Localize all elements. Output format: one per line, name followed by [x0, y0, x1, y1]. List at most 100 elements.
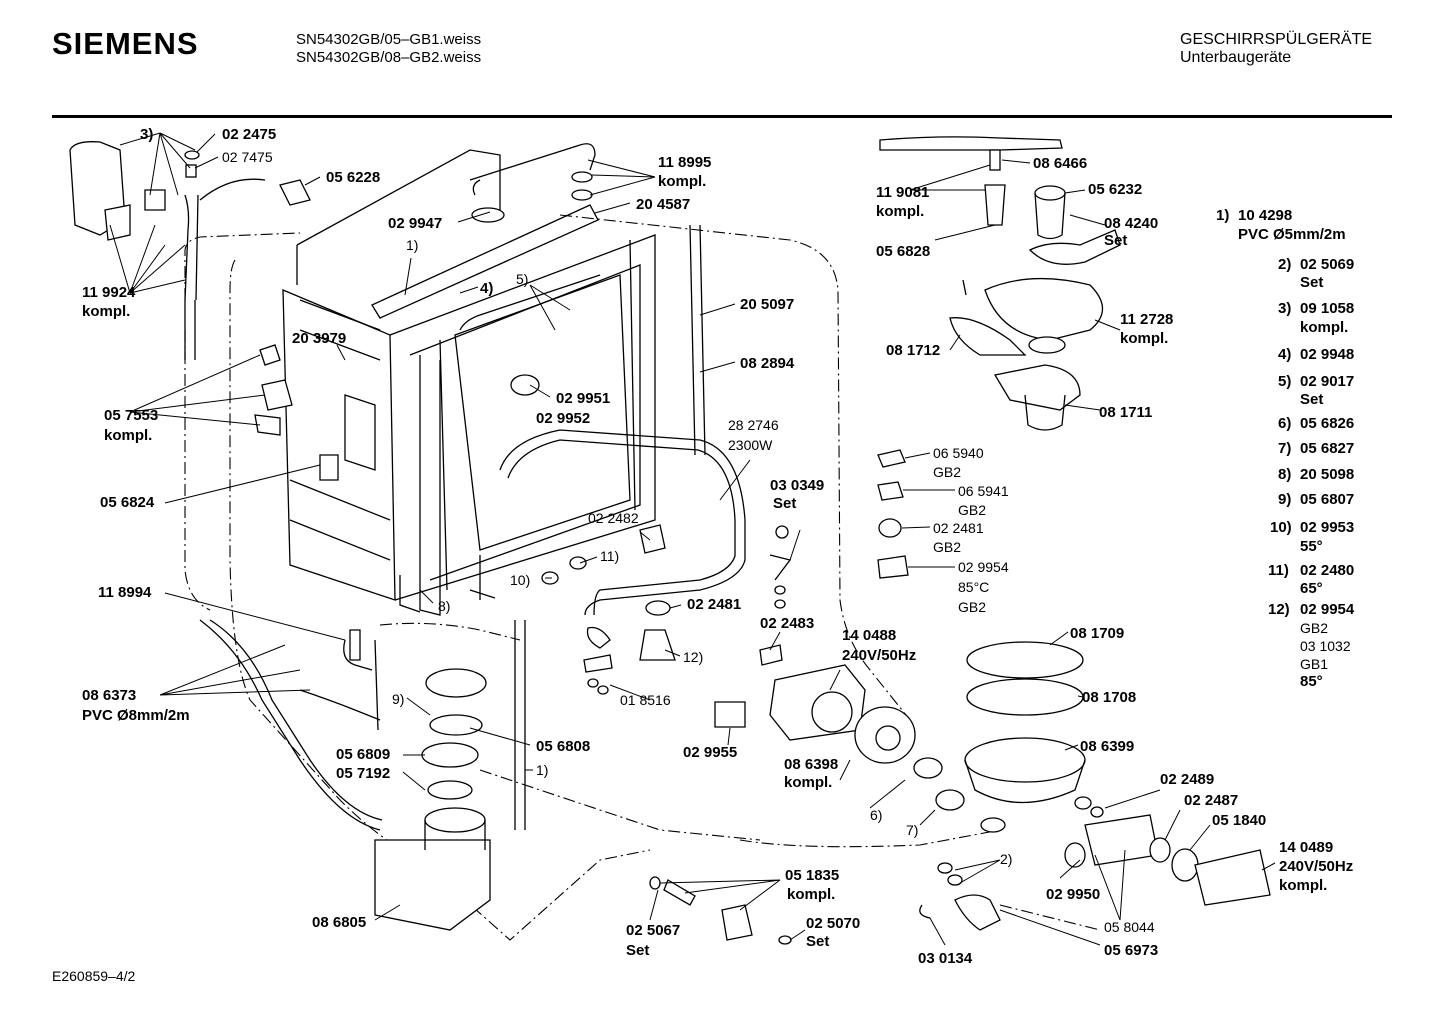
callout-label: Set — [1104, 232, 1127, 249]
callout-label: 11 9924 — [82, 284, 136, 301]
legend-extra-note: 85° — [1300, 673, 1323, 690]
callout-label: 08 6805 — [312, 914, 366, 931]
legend-extra-note: GB1 — [1300, 656, 1328, 672]
callout-label: 08 1708 — [1082, 689, 1136, 706]
parts-legend: 1) 10 4298 PVC Ø5mm/2m 2) 02 5069 Set 3)… — [1216, 207, 1355, 690]
callout-label: 02 9950 — [1046, 886, 1100, 903]
callout-label: kompl. — [787, 886, 835, 903]
legend-part: 02 9017 — [1300, 373, 1354, 390]
callout-label: 06 5941 — [958, 483, 1009, 499]
legend-part: 05 6807 — [1300, 491, 1354, 508]
callout-label: 05 6973 — [1104, 942, 1158, 959]
model-number-2: SN54302GB/08–GB2.weiss — [296, 49, 482, 66]
callout-label: 02 5067 — [626, 922, 680, 939]
callout-label: 3) — [140, 126, 153, 143]
callout-label: 12) — [683, 649, 703, 665]
legend-number: 3) — [1278, 300, 1291, 317]
callout-label: GB2 — [958, 502, 986, 518]
legend-number: 12) — [1268, 601, 1290, 618]
callout-label: 240V/50Hz — [842, 647, 916, 664]
callout-label: 05 7553 — [104, 407, 158, 424]
callout-label: 02 2481 — [687, 596, 741, 613]
callout-label: 20 3979 — [292, 330, 346, 347]
callout-label: kompl. — [82, 303, 130, 320]
callout-label: PVC Ø8mm/2m — [82, 707, 190, 724]
legend-extra-part: 03 1032 — [1300, 638, 1351, 654]
heating-element — [499, 429, 746, 616]
callout-label: 02 2482 — [588, 510, 639, 526]
callout-label: 28 2746 — [728, 417, 779, 433]
callout-label: 5) — [516, 271, 528, 287]
callout-label: 02 2483 — [760, 615, 814, 632]
callout-label: 14 0489 — [1279, 839, 1333, 856]
legend-note: GB2 — [1300, 620, 1328, 636]
callout-label: 05 7192 — [336, 765, 390, 782]
callout-label: 08 2894 — [740, 355, 795, 372]
legend-note: PVC Ø5mm/2m — [1238, 226, 1346, 243]
top-rail — [371, 143, 599, 319]
legend-number: 7) — [1278, 440, 1291, 457]
callout-label: 08 6398 — [784, 756, 838, 773]
legend-number: 6) — [1278, 415, 1291, 432]
callout-label: 05 6809 — [336, 746, 390, 763]
legend-part: 02 9948 — [1300, 346, 1354, 363]
legend-part: 20 5098 — [1300, 466, 1354, 483]
callout-label: kompl. — [876, 203, 924, 220]
callout-label: 1) — [406, 237, 418, 253]
callout-label: 2) — [1000, 851, 1012, 867]
callout-label: 11) — [600, 548, 619, 564]
callout-label: 02 9954 — [958, 559, 1009, 575]
leader-lines — [109, 132, 1276, 946]
model-number-1: SN54302GB/05–GB1.weiss — [296, 31, 482, 48]
callout-label: 2300W — [728, 437, 773, 453]
header-divider — [52, 115, 1392, 118]
legend-number: 8) — [1278, 466, 1291, 483]
callout-label: 02 9951 — [556, 390, 610, 407]
callout-label: 08 6399 — [1080, 738, 1134, 755]
callout-label: 05 6808 — [536, 738, 590, 755]
legend-number: 11) — [1268, 562, 1289, 579]
callout-label: 20 5097 — [740, 296, 794, 313]
appliance-subcategory: Unterbaugeräte — [1180, 49, 1292, 66]
appliance-category: GESCHIRRSPÜLGERÄTE — [1180, 31, 1373, 48]
drawing-id: E260859–4/2 — [52, 968, 136, 984]
callout-label: GB2 — [933, 464, 961, 480]
legend-note: kompl. — [1300, 319, 1348, 336]
callout-label: Set — [626, 942, 649, 959]
brand-logo: SIEMENS — [52, 26, 199, 61]
left-components — [69, 141, 339, 481]
callout-label: kompl. — [658, 173, 706, 190]
callout-label: 05 8044 — [1104, 919, 1155, 935]
callout-label: kompl. — [784, 774, 832, 791]
callout-label: 10) — [510, 572, 530, 588]
callout-label: 8) — [438, 598, 450, 614]
callout-labels: 3) 02 2475 02 7475 05 6228 11 9924 kompl… — [82, 126, 1353, 967]
callout-label: 05 6228 — [326, 169, 380, 186]
callout-label: kompl. — [1279, 877, 1327, 894]
callout-label: 08 1711 — [1099, 404, 1152, 421]
tub-outline — [184, 214, 1101, 941]
callout-label: 02 2475 — [222, 126, 276, 143]
legend-note: 65° — [1300, 580, 1323, 597]
legend-part: 02 5069 — [1300, 256, 1354, 273]
callout-label: 08 6466 — [1033, 155, 1087, 172]
callout-label: 240V/50Hz — [1279, 858, 1353, 875]
callout-label: 01 8516 — [620, 692, 671, 708]
callout-label: 03 0349 — [770, 477, 824, 494]
callout-label: 4) — [480, 280, 493, 297]
legend-note: Set — [1300, 274, 1323, 291]
legend-number: 4) — [1278, 346, 1291, 363]
callout-label: 1) — [536, 762, 548, 778]
callout-label: 03 0134 — [918, 950, 973, 967]
callout-label: 02 2487 — [1184, 792, 1238, 809]
legend-part: 02 2480 — [1300, 562, 1354, 579]
legend-part: 09 1058 — [1300, 300, 1354, 317]
legend-number: 10) — [1270, 519, 1292, 536]
callout-label: 05 6828 — [876, 243, 930, 260]
callout-label: 08 1709 — [1070, 625, 1124, 642]
sump-assembly — [374, 668, 491, 931]
callout-label: 02 5070 — [806, 915, 860, 932]
sensor-components — [877, 449, 909, 579]
spray-arm-filters — [879, 136, 1121, 431]
